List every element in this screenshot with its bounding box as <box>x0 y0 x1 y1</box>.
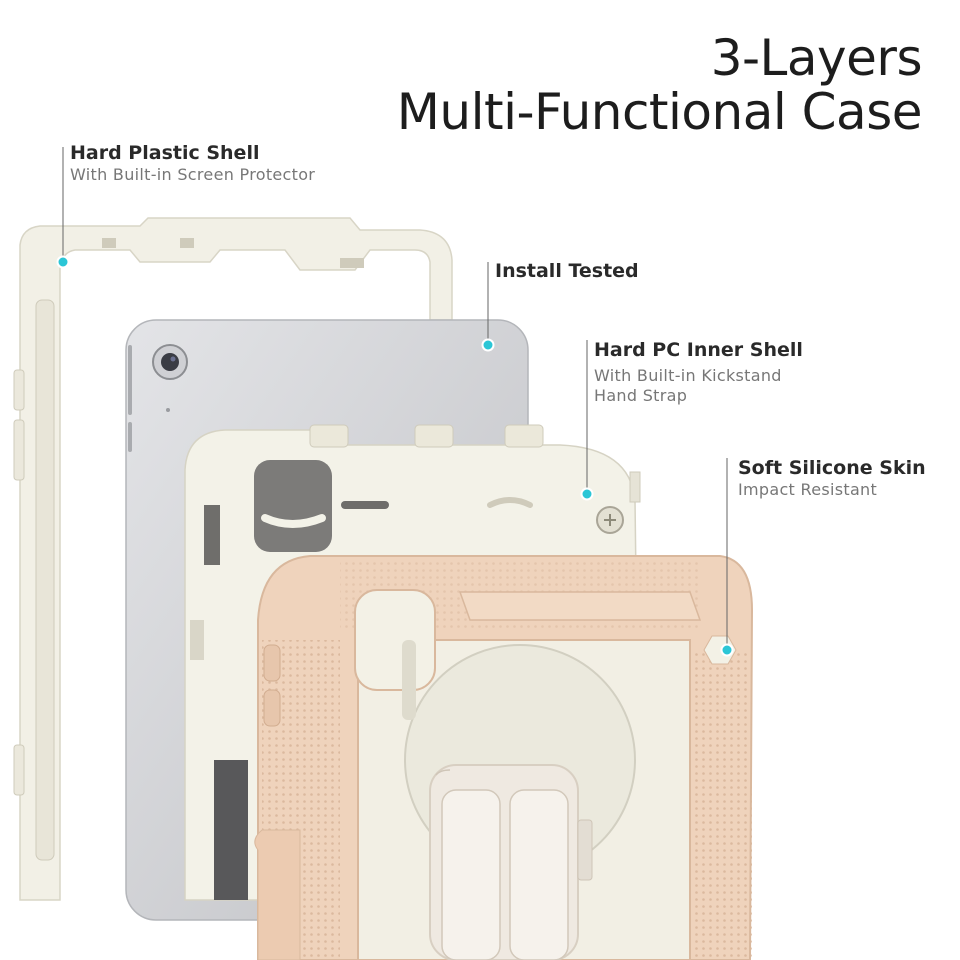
callout-subtext: Impact Resistant <box>738 480 878 499</box>
hand-strap <box>429 764 593 960</box>
hard-plastic-shell <box>13 217 453 901</box>
callout-hard-plastic-shell: Hard Plastic Shell With Built-in Screen … <box>70 141 315 185</box>
callout-marker <box>720 643 734 657</box>
title-line-1: 3-Layers <box>710 29 923 87</box>
skin-camera-hole <box>354 589 436 691</box>
callout-soft-silicone-skin: Soft Silicone Skin Impact Resistant <box>738 456 926 500</box>
title-line-2: Multi-Functional Case <box>396 83 923 141</box>
callout-subtext: With Built-in Kickstand <box>594 366 782 385</box>
callout-subtext: With Built-in Screen Protector <box>70 165 316 184</box>
callout-heading: Hard Plastic Shell <box>70 142 260 164</box>
callout-install-tested: Install Tested <box>495 259 639 283</box>
callout-marker <box>481 338 495 352</box>
callout-lines <box>56 147 734 657</box>
callout-hard-pc-inner-shell: Hard PC Inner Shell With Built-in Kickst… <box>594 338 803 406</box>
soft-silicone-skin <box>254 555 754 960</box>
callout-marker <box>580 487 594 501</box>
callout-subtext: Hand Strap <box>594 386 688 405</box>
camera-cutout <box>254 460 332 552</box>
callout-heading: Install Tested <box>495 260 639 282</box>
callout-heading: Soft Silicone Skin <box>738 457 926 479</box>
callout-heading: Hard PC Inner Shell <box>594 339 803 361</box>
callout-marker <box>56 255 70 269</box>
